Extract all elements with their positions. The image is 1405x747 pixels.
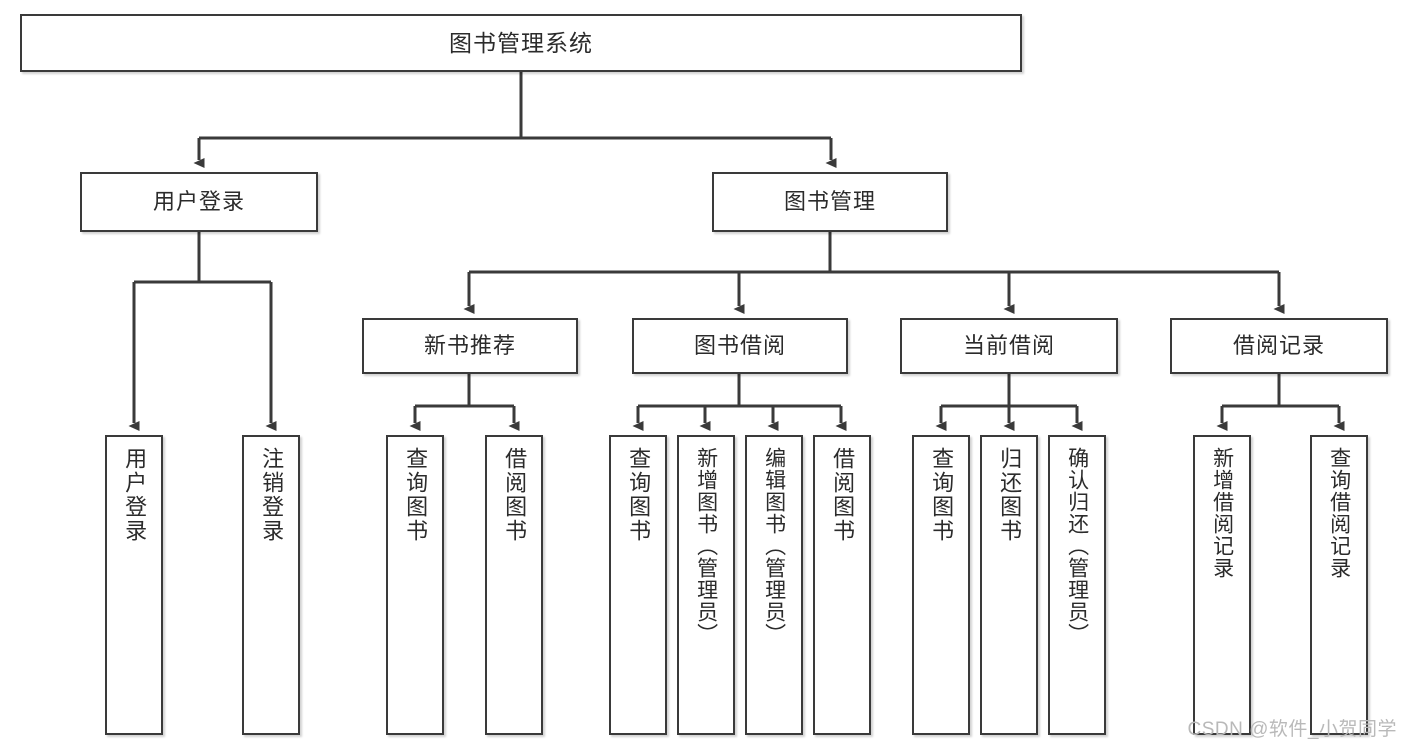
node-label: 编辑图书（管理员） — [762, 447, 786, 645]
leaf-borrow-book[interactable]: 借阅图书 — [813, 435, 871, 735]
node-label: 归还图书 — [997, 447, 1023, 543]
leaf-query-book-recommend[interactable]: 查询图书 — [386, 435, 444, 735]
node-label: 查询借阅记录 — [1327, 447, 1351, 579]
node-book-management[interactable]: 图书管理 — [712, 172, 948, 232]
leaf-query-borrow-record[interactable]: 查询借阅记录 — [1310, 435, 1368, 735]
watermark-text: CSDN @软件_小贺同学 — [1187, 719, 1397, 740]
node-label: 新书推荐 — [423, 333, 516, 359]
node-user-login[interactable]: 用户登录 — [80, 172, 318, 232]
leaf-return-book[interactable]: 归还图书 — [980, 435, 1038, 735]
node-label: 确认归还（管理员） — [1065, 447, 1089, 645]
leaf-confirm-return-admin[interactable]: 确认归还（管理员） — [1048, 435, 1106, 735]
node-label: 图书借阅 — [693, 333, 786, 359]
node-new-book-recommend[interactable]: 新书推荐 — [362, 318, 578, 374]
node-label: 借阅图书 — [502, 447, 528, 543]
node-label: 用户登录 — [122, 447, 148, 543]
node-label: 查询图书 — [929, 447, 955, 543]
leaf-edit-book-admin[interactable]: 编辑图书（管理员） — [745, 435, 803, 735]
node-current-borrow[interactable]: 当前借阅 — [900, 318, 1118, 374]
node-label: 新增图书（管理员） — [694, 447, 718, 645]
node-label: 查询图书 — [626, 447, 652, 543]
leaf-user-login[interactable]: 用户登录 — [105, 435, 163, 735]
leaf-add-book-admin[interactable]: 新增图书（管理员） — [677, 435, 735, 735]
node-label: 当前借阅 — [962, 333, 1055, 359]
node-label: 借阅记录 — [1232, 333, 1325, 359]
leaf-borrow-book-recommend[interactable]: 借阅图书 — [485, 435, 543, 735]
node-root-book-management-system[interactable]: 图书管理系统 — [20, 14, 1022, 72]
node-label: 借阅图书 — [830, 447, 856, 543]
node-book-borrow[interactable]: 图书借阅 — [632, 318, 848, 374]
leaf-logout-login[interactable]: 注销登录 — [242, 435, 300, 735]
leaf-add-borrow-record[interactable]: 新增借阅记录 — [1193, 435, 1251, 735]
node-label: 用户登录 — [152, 189, 245, 215]
node-borrow-record[interactable]: 借阅记录 — [1170, 318, 1388, 374]
leaf-query-book-current[interactable]: 查询图书 — [912, 435, 970, 735]
node-label: 图书管理系统 — [449, 29, 593, 56]
node-label: 新增借阅记录 — [1210, 447, 1234, 579]
node-label: 查询图书 — [403, 447, 429, 543]
node-label: 图书管理 — [783, 189, 876, 215]
leaf-query-book-borrow[interactable]: 查询图书 — [609, 435, 667, 735]
node-label: 注销登录 — [259, 447, 285, 543]
